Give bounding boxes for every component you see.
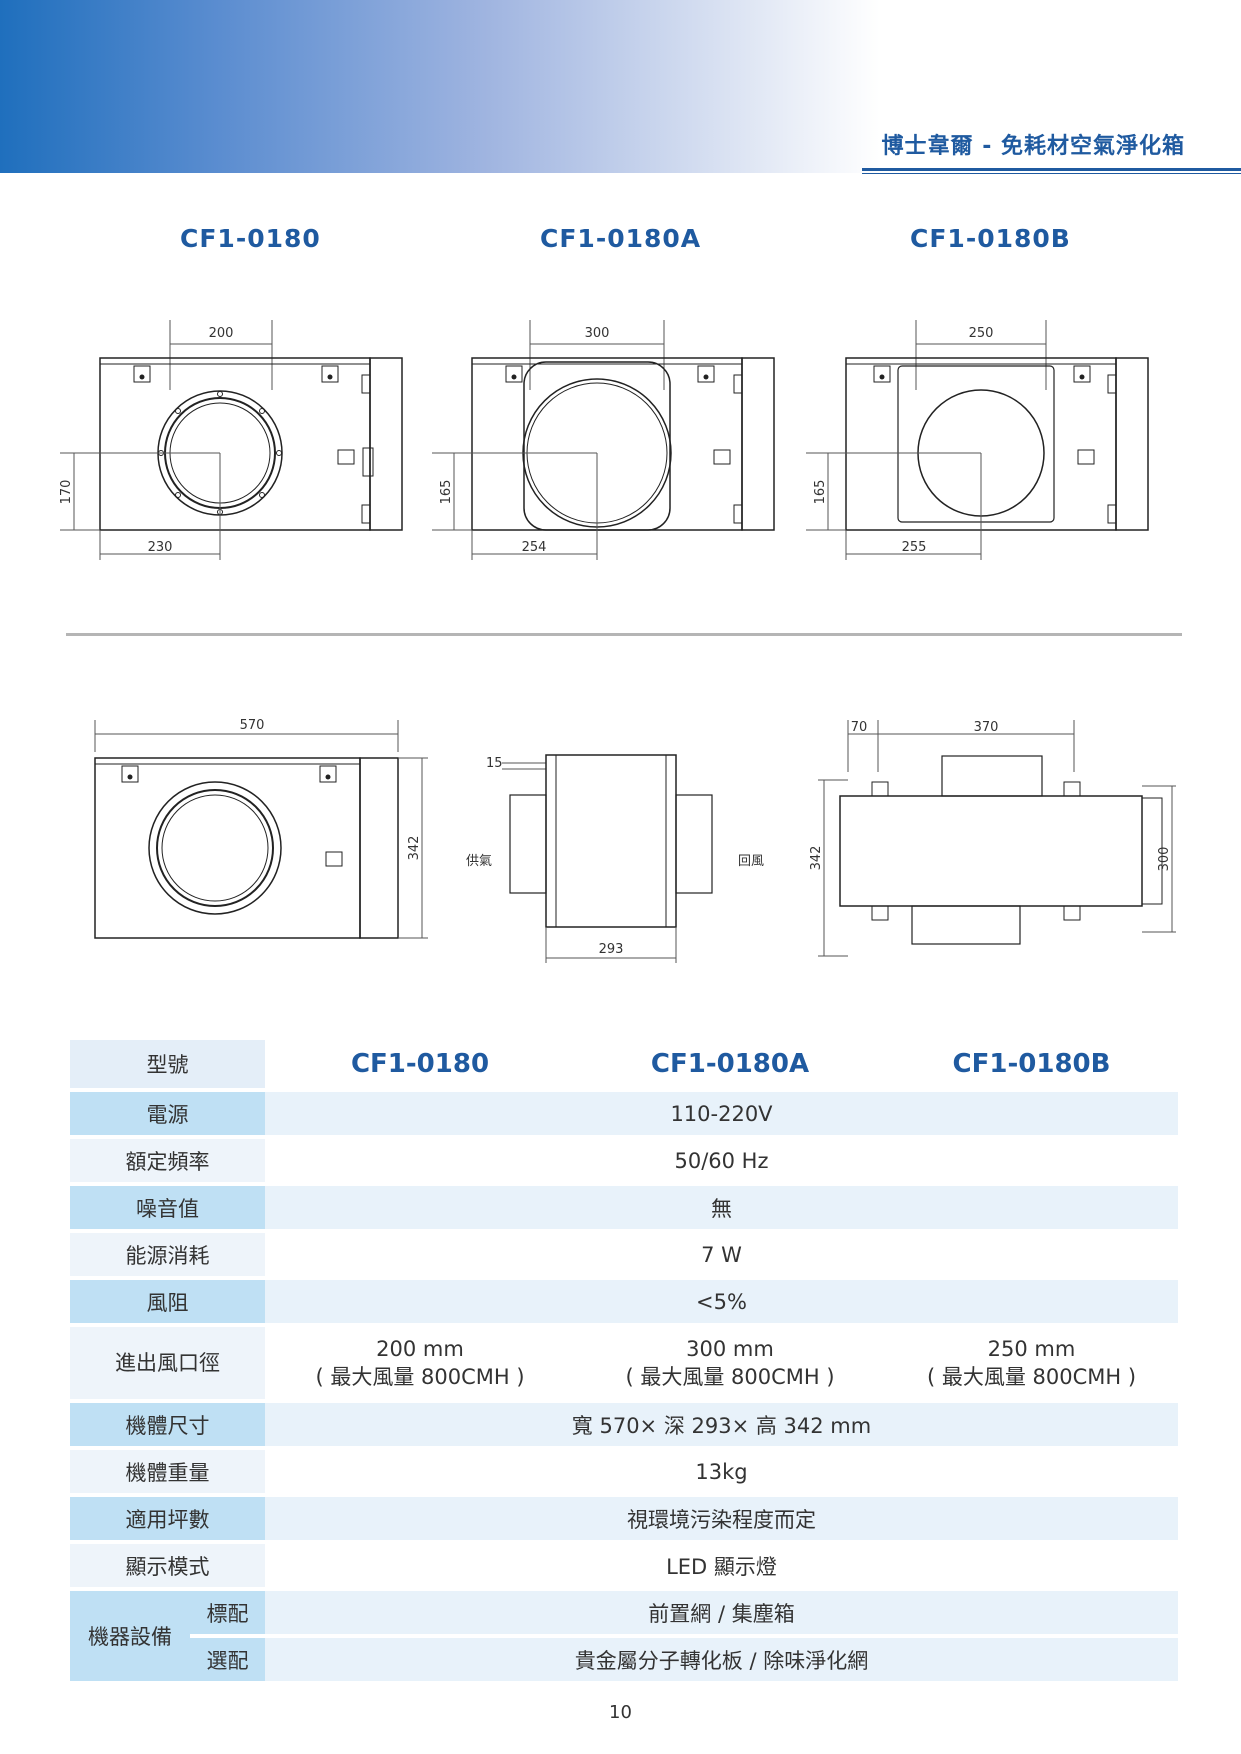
dim-bottom: 255 [902, 540, 927, 555]
top-view-drawing: 70 370 342 300 [809, 720, 1176, 957]
dim-left: 165 [439, 480, 454, 505]
table-model-1: CF1-0180 [265, 1040, 575, 1088]
header-band [0, 0, 880, 173]
table-row: 機體重量 13kg [70, 1450, 1178, 1493]
table-row: 能源消耗 7 W [70, 1233, 1178, 1276]
section-divider [66, 633, 1182, 636]
return-label: 回風 [738, 854, 764, 869]
dim-top: 200 [209, 326, 234, 341]
front-overall-drawing: 570 342 [94, 718, 428, 939]
table-header-row: 型號 CF1-0180 CF1-0180A CF1-0180B [70, 1040, 1178, 1088]
table-row: 機體尺寸 寬 570× 深 293× 高 342 mm [70, 1403, 1178, 1446]
model-heading-1: CF1-0180 [180, 224, 321, 253]
dim-top-left: 70 [851, 720, 868, 735]
header-label: 型號 [70, 1040, 265, 1088]
dim-top: 300 [585, 326, 610, 341]
dim-bottom: 293 [599, 942, 624, 957]
dim-right: 300 [1157, 847, 1172, 872]
dim-top: 250 [969, 326, 994, 341]
table-row: 電源 110-220V [70, 1092, 1178, 1135]
table-row: 風阻 <5% [70, 1280, 1178, 1323]
page-number: 10 [609, 1702, 632, 1723]
dim-left: 165 [813, 480, 828, 505]
dim-top-right: 370 [974, 720, 999, 735]
table-model-3: CF1-0180B [885, 1040, 1178, 1088]
front-view-drawing-2: 300 165 254 [432, 320, 775, 560]
dim-left: 342 [809, 846, 824, 871]
doc-title: 博士韋爾 - 免耗材空氣淨化箱 [881, 134, 1185, 159]
supply-label: 供氣 [466, 854, 492, 869]
table-model-2: CF1-0180A [575, 1040, 885, 1088]
dim-bottom: 230 [148, 540, 173, 555]
spec-table: 型號 CF1-0180 CF1-0180A CF1-0180B 電源 110-2… [70, 1036, 1178, 1685]
dim-top: 570 [240, 718, 265, 733]
table-row-port: 進出風口徑 200 mm( 最大風量 800CMH ) 300 mm( 最大風量… [70, 1327, 1178, 1399]
dim-bottom: 254 [522, 540, 547, 555]
equipment-label: 機器設備 [70, 1591, 190, 1681]
model-heading-3: CF1-0180B [910, 224, 1071, 253]
dim-top: 15 [486, 756, 503, 771]
table-row: 額定頻率 50/60 Hz [70, 1139, 1178, 1182]
side-view-drawing: 15 供氣 回風 293 [466, 754, 764, 963]
dim-left: 170 [60, 480, 74, 505]
table-row-equipment-optional: 選配 貴金屬分子轉化板 / 除味淨化網 [70, 1638, 1178, 1681]
model-heading-2: CF1-0180A [540, 224, 702, 253]
front-view-drawing-3: 250 165 255 [806, 320, 1149, 560]
title-rule-thin [862, 173, 1241, 174]
title-rule [862, 168, 1241, 171]
table-row: 噪音值 無 [70, 1186, 1178, 1229]
dim-right: 342 [407, 836, 422, 861]
table-row: 適用坪數 視環境污染程度而定 [70, 1497, 1178, 1540]
table-row-equipment-standard: 機器設備 標配 前置網 / 集塵箱 [70, 1591, 1178, 1681]
front-view-drawing-1: 200 170 230 [60, 320, 403, 560]
table-row: 顯示模式 LED 顯示燈 [70, 1544, 1178, 1587]
